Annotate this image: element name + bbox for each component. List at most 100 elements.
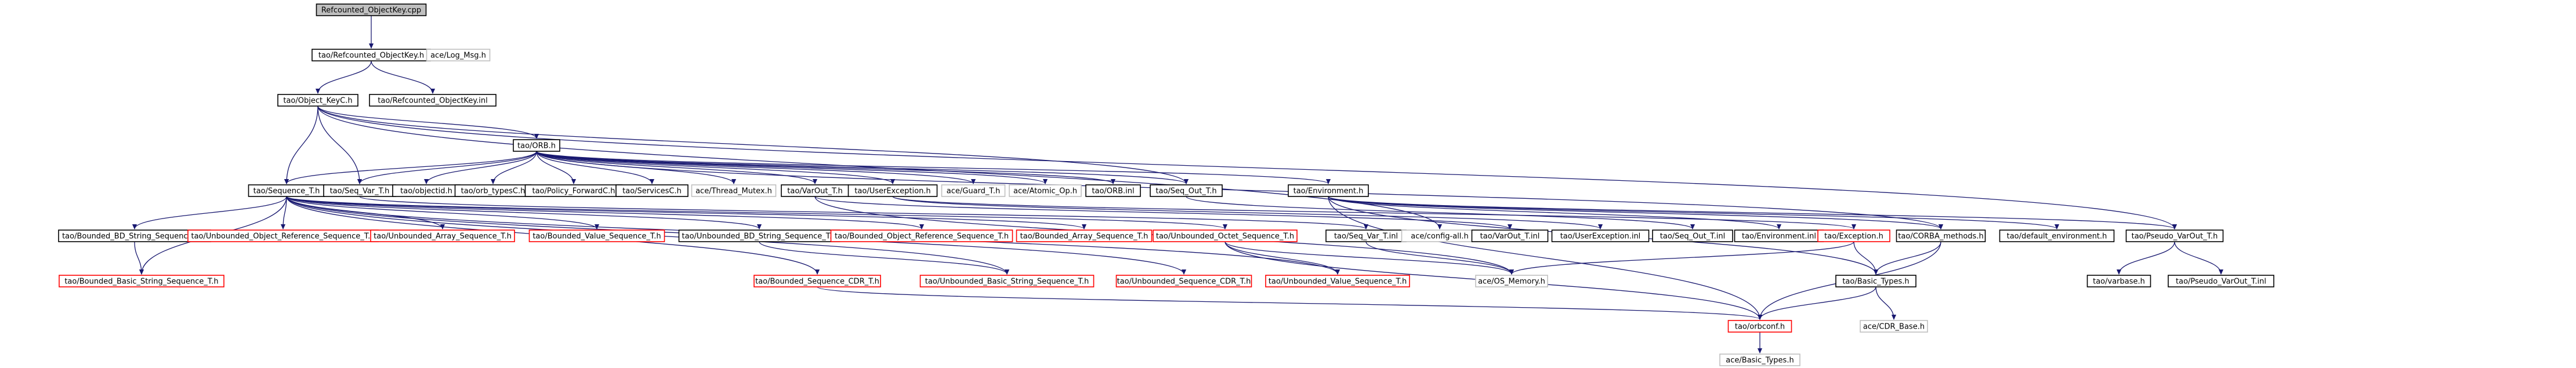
node-objectid[interactable]: tao/objectid.h [392, 184, 461, 197]
node-cdr_base[interactable]: ace/CDR_Base.h [1860, 320, 1928, 333]
node-box [1652, 229, 1733, 242]
node-label: tao/Seq_Var_T.h [330, 187, 390, 196]
node-corba_methods[interactable]: tao/CORBA_methods.h [1896, 229, 1986, 242]
node-box [369, 94, 497, 107]
node-unbounded_octet[interactable]: tao/Unbounded_Octet_Sequence_T.h [1153, 229, 1298, 242]
node-bounded_bd_string[interactable]: tao/Bounded_BD_String_Sequence_T.h [58, 229, 211, 242]
node-seq_var_t_inl[interactable]: tao/Seq_Var_T.inl [1325, 229, 1407, 242]
node-basic_types_tao[interactable]: tao/Basic_Types.h [1835, 275, 1916, 287]
node-orb_typesc[interactable]: tao/orb_typesC.h [454, 184, 532, 197]
node-box [1551, 229, 1650, 242]
node-label: tao/Basic_Types.h [1842, 278, 1909, 286]
node-bounded_cdr[interactable]: tao/Bounded_Sequence_CDR_T.h [753, 275, 881, 287]
edge-sequence_t-to-bounded_value [286, 196, 597, 229]
node-environment[interactable]: tao/Environment.h [1288, 184, 1369, 197]
node-refcounted_h[interactable]: tao/Refcounted_ObjectKey.h [311, 49, 431, 61]
node-seq_var_t[interactable]: tao/Seq_Var_T.h [323, 184, 396, 197]
node-label: tao/Bounded_Object_Reference_Sequence_T.… [835, 232, 1009, 241]
node-unbounded_cdr[interactable]: tao/Unbounded_Sequence_CDR_T.h [1115, 275, 1252, 287]
node-orbconf[interactable]: tao/orbconf.h [1727, 320, 1792, 333]
node-seq_out_t_inl[interactable]: tao/Seq_Out_T.inl [1652, 229, 1733, 242]
node-varout_t[interactable]: tao/VarOut_T.h [781, 184, 849, 197]
edge-basic_types_tao-to-orbconf [1760, 286, 1876, 319]
node-thread_mutex[interactable]: ace/Thread_Mutex.h [691, 184, 777, 197]
edge-orb_h-to-varout_t [536, 151, 815, 184]
node-varout_t_inl[interactable]: tao/VarOut_T.inl [1471, 229, 1549, 242]
edge-orb_h-to-servicesc [536, 151, 652, 184]
edge-orb_h-to-objectid [426, 151, 537, 184]
edge-refcounted_h-to-object_keyc [318, 60, 372, 93]
node-box [691, 184, 777, 197]
node-orb_inl[interactable]: tao/ORB.inl [1085, 184, 1141, 197]
node-bounded_objref[interactable]: tao/Bounded_Object_Reference_Sequence_T.… [830, 229, 1013, 242]
node-basic_types_ace[interactable]: ace/Basic_Types.h [1719, 354, 1800, 366]
edge-object_keyc-to-seq_out_t [317, 105, 1186, 184]
edge-orb_h-to-corba_methods [536, 151, 1941, 229]
node-label: ace/CDR_Base.h [1863, 323, 1925, 331]
node-guard_t[interactable]: ace/Guard_T.h [941, 184, 1006, 197]
edge-orb_h-to-sequence_t [287, 151, 537, 184]
node-bounded_array[interactable]: tao/Bounded_Array_Sequence_T.h [1016, 229, 1153, 242]
node-atomic_op[interactable]: ace/Atomic_Op.h [1009, 184, 1082, 197]
node-userexception[interactable]: tao/UserException.h [847, 184, 938, 197]
node-label: tao/ORB.h [517, 142, 556, 151]
node-object_keyc[interactable]: tao/Object_KeyC.h [277, 94, 358, 107]
node-unbounded_objref[interactable]: tao/Unbounded_Object_Reference_Sequence_… [187, 229, 379, 242]
edge-userexception-to-userexception_inl [892, 196, 1600, 229]
node-box [1288, 184, 1369, 197]
node-label: tao/Seq_Out_T.inl [1660, 232, 1725, 241]
node-label: tao/Seq_Var_T.inl [1334, 232, 1398, 241]
node-box [277, 94, 358, 107]
node-pseudo_varout[interactable]: tao/Pseudo_VarOut_T.h [2125, 229, 2224, 242]
node-label: tao/Pseudo_VarOut_T.inl [2176, 278, 2266, 286]
edge-environment-to-default_environment [1328, 196, 2057, 229]
nodes-layer: Refcounted_ObjectKey.cpp tao/Refcounted_O… [58, 3, 2274, 366]
node-label: tao/UserException.h [854, 187, 930, 196]
node-unbounded_bd_string[interactable]: tao/Unbounded_BD_String_Sequence_T.h [678, 229, 840, 242]
node-default_environment[interactable]: tao/default_environment.h [1999, 229, 2115, 242]
edge-object_keyc-to-orb_h [317, 105, 537, 139]
edge-pseudo_varout-to-pseudo_varout_inl [2174, 241, 2221, 274]
node-label: tao/objectid.h [400, 187, 452, 196]
node-varbase[interactable]: tao/varbase.h [2086, 275, 2151, 287]
node-userexception_inl[interactable]: tao/UserException.inl [1551, 229, 1650, 242]
edge-userexception-to-exception_h [892, 196, 1854, 229]
node-label: tao/Unbounded_Octet_Sequence_T.h [1156, 232, 1294, 241]
node-box [1009, 184, 1082, 197]
node-bounded_value[interactable]: tao/Bounded_Value_Sequence_T.h [528, 229, 665, 242]
node-label: tao/Sequence_T.h [253, 187, 320, 196]
edge-exception_h-to-os_memory [1512, 241, 1854, 274]
node-box [2086, 275, 2151, 287]
node-sequence_t[interactable]: tao/Sequence_T.h [248, 184, 325, 197]
node-os_memory[interactable]: ace/OS_Memory.h [1475, 275, 1548, 287]
node-refcounted_inl[interactable]: tao/Refcounted_ObjectKey.inl [369, 94, 497, 107]
node-unbounded_array[interactable]: tao/Unbounded_Array_Sequence_T.h [370, 229, 515, 242]
node-unbounded_value[interactable]: tao/Unbounded_Value_Sequence_T.h [1265, 275, 1410, 287]
node-orb_h[interactable]: tao/ORB.h [513, 139, 560, 152]
node-box [1817, 229, 1890, 242]
node-seq_out_t[interactable]: tao/Seq_Out_T.h [1150, 184, 1223, 197]
node-label: tao/Unbounded_BD_String_Sequence_T.h [682, 232, 837, 241]
node-label: tao/varbase.h [2093, 278, 2145, 286]
node-environment_inl[interactable]: tao/Environment.inl [1734, 229, 1824, 242]
node-label: tao/Bounded_Basic_String_Sequence_T.h [64, 278, 218, 286]
node-exception_h[interactable]: tao/Exception.h [1817, 229, 1890, 242]
node-box [847, 184, 938, 197]
node-config_all[interactable]: ace/config-all.h [1401, 229, 1479, 242]
node-box [2125, 229, 2224, 242]
edge-object_keyc-to-config_all [317, 105, 1440, 229]
edge-sequence_t-to-unbounded_octet [286, 196, 1225, 229]
node-box [1727, 320, 1792, 333]
node-unbounded_basic_string[interactable]: tao/Unbounded_Basic_String_Sequence_T.h [919, 275, 1095, 287]
node-refcounted_cpp: Refcounted_ObjectKey.cpp [316, 3, 427, 16]
node-servicesc[interactable]: tao/ServicesC.h [615, 184, 689, 197]
node-pseudo_varout_inl[interactable]: tao/Pseudo_VarOut_T.inl [2168, 275, 2274, 287]
node-bounded_basic_string[interactable]: tao/Bounded_Basic_String_Sequence_T.h [59, 275, 224, 287]
node-label: tao/orb_typesC.h [461, 187, 526, 196]
node-log_msg[interactable]: ace/Log_Msg.h [426, 49, 491, 61]
node-label: tao/Unbounded_Basic_String_Sequence_T.h [925, 278, 1089, 286]
node-box [513, 139, 560, 152]
node-label: tao/Unbounded_Sequence_CDR_T.h [1117, 278, 1251, 286]
node-policy_forwardc[interactable]: tao/Policy_ForwardC.h [524, 184, 623, 197]
